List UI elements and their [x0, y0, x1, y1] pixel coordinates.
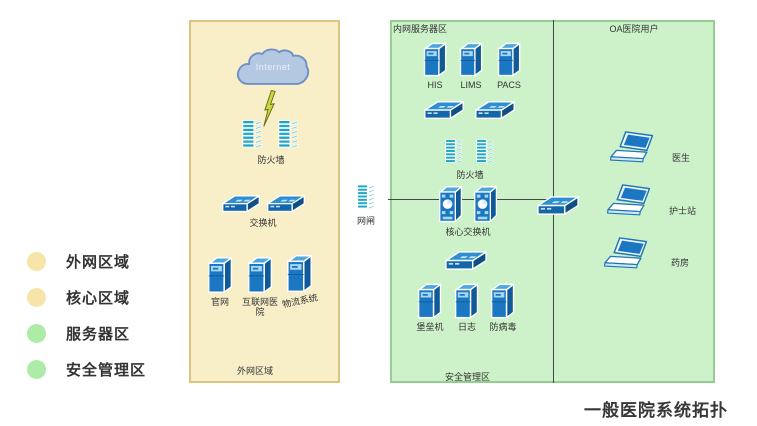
zone-label-security: 安全管理区 [445, 372, 491, 382]
external-switch-cluster: 交换机 [219, 193, 307, 228]
legend-dot-core [27, 288, 46, 307]
external-firewall-cluster: 防火墙 [241, 117, 301, 165]
server-icon [458, 41, 485, 78]
legend-dot-external [27, 252, 46, 271]
switch-icon [266, 193, 306, 216]
client-label-nurse-station: 护士站 [669, 206, 697, 216]
firewall-icon [445, 136, 464, 168]
switch-icon [536, 194, 580, 219]
server-official-website: 官网 [204, 255, 236, 307]
server-logistics-system: 物流系统 [281, 253, 319, 310]
server-his: HIS [420, 41, 450, 90]
gateway-label: 网闸 [356, 216, 375, 226]
server-icon [246, 255, 275, 295]
server-icon [416, 282, 444, 320]
server-label: LIMS [460, 80, 482, 90]
core-switch-icon [438, 185, 464, 225]
internet-cloud: Internet [236, 47, 310, 92]
server-icon [206, 255, 235, 295]
legend-label: 安全管理区 [66, 362, 147, 379]
firewall-icon [242, 117, 264, 153]
server-internet-hospital: 互联网医院 [242, 255, 278, 318]
server-pacs: PACS [492, 41, 526, 90]
gateway-icon [357, 181, 376, 214]
server-icon [285, 253, 315, 294]
gateway-node: 网闸 [350, 181, 382, 226]
legend-label: 核心区域 [66, 290, 131, 307]
server-icon [453, 282, 481, 320]
server-label: 堡垒机 [416, 322, 444, 332]
internet-label: Internet [255, 62, 291, 72]
server-label: 防病毒 [489, 322, 517, 332]
laptop-icon-nurse-station [606, 184, 656, 219]
switch-label: 交换机 [249, 218, 277, 228]
server-log: 日志 [452, 282, 482, 332]
switch-icon [444, 249, 488, 274]
zone-label-intranet-servers: 内网服务器区 [393, 24, 448, 34]
server-icon [422, 41, 449, 78]
intranet-switch-cluster [423, 99, 516, 123]
network-link-line [388, 199, 554, 200]
legend: 外网区域 核心区域 服务器区 安全管理区 [27, 252, 146, 379]
core-switch-label: 核心交换机 [445, 227, 491, 237]
server-lims: LIMS [456, 41, 486, 90]
firewall-label: 防火墙 [257, 155, 285, 165]
client-label-doctor: 医生 [672, 153, 691, 163]
legend-dot-security [27, 360, 46, 379]
core-switch-cluster: 核心交换机 [436, 185, 500, 237]
firewall-icon [278, 117, 300, 153]
legend-label: 外网区域 [66, 254, 131, 271]
diagram-title: 一般医院系统拓扑 [584, 401, 728, 420]
intranet-firewall-cluster: 防火墙 [443, 136, 497, 180]
firewall-icon [476, 136, 495, 168]
zone-label-oa-users: OA医院用户 [609, 24, 659, 34]
legend-label: 服务器区 [66, 326, 131, 343]
legend-item-external: 外网区域 [27, 252, 146, 271]
zone-label-external: 外网区域 [237, 366, 274, 376]
laptop-icon-pharmacy [603, 237, 653, 272]
server-label: HIS [427, 80, 443, 90]
switch-icon [423, 99, 465, 123]
server-antivirus: 防病毒 [487, 282, 519, 332]
firewall-label: 防火墙 [456, 170, 484, 180]
switch-icon [221, 193, 261, 216]
server-bastion: 堡垒机 [414, 282, 446, 332]
switch-icon [474, 99, 516, 123]
legend-item-server: 服务器区 [27, 324, 146, 343]
laptop-icon-doctor [609, 131, 659, 166]
server-label: 官网 [210, 297, 229, 307]
client-label-pharmacy: 药房 [671, 258, 690, 268]
server-icon [496, 41, 523, 78]
core-switch-icon [473, 185, 499, 225]
server-icon [489, 282, 517, 320]
server-label: 互联网医院 [241, 297, 278, 318]
legend-item-security: 安全管理区 [27, 360, 146, 379]
server-label: PACS [497, 80, 521, 90]
legend-dot-server [27, 324, 46, 343]
server-label: 日志 [457, 322, 476, 332]
legend-item-core: 核心区域 [27, 288, 146, 307]
